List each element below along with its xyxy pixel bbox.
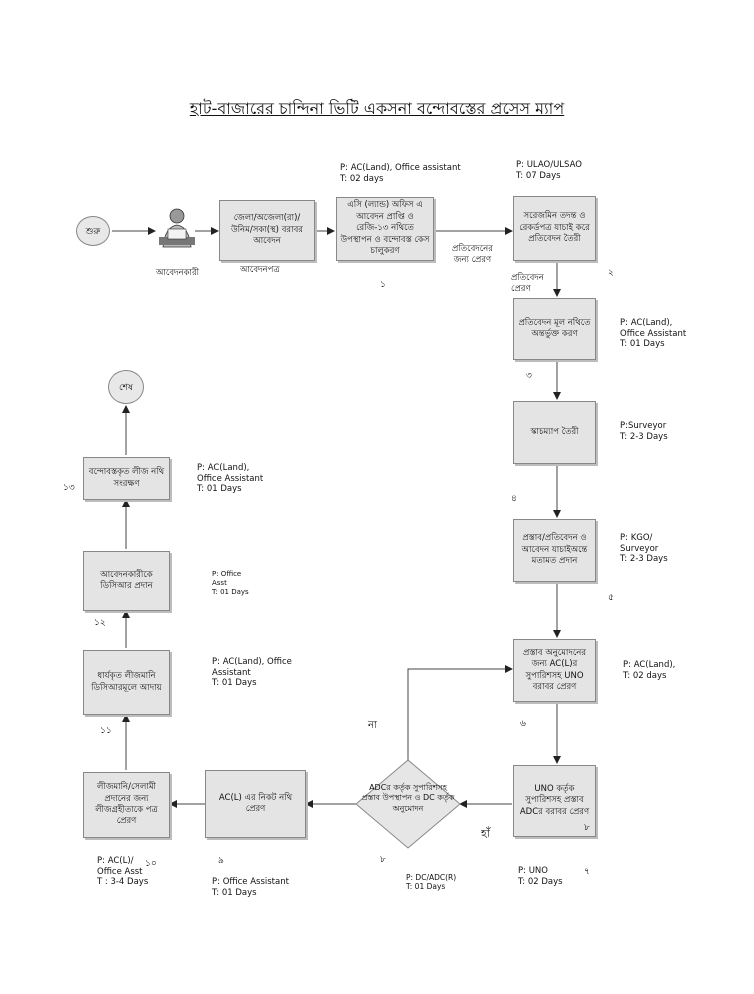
start-node: শুরু (76, 216, 110, 246)
step-13-number: ১৩ (63, 483, 75, 493)
step-5-box: প্রস্তাব/প্রতিবেদন ও আবেদন যাচাইঅন্তে মত… (513, 519, 596, 582)
step-10-number: ১০ (145, 859, 157, 869)
step-7-inner-number: ৮ (584, 823, 590, 833)
step-4-box: স্কাচম্যাপ তৈরী (513, 401, 596, 464)
step-7-box: UNO কর্তৃক সুপারিশসহ প্রস্তাব ADCর বরাবর… (513, 765, 596, 837)
step-12-number: ১২ (94, 618, 106, 628)
step-6-number: ৬ (520, 719, 526, 729)
annotation-10: P: AC(L)/ Office Asst T : 3-4 Days (97, 856, 149, 888)
annotation-2: P: ULAO/ULSAO T: 07 Days (516, 160, 582, 181)
step-4-text: স্কাচম্যাপ তৈরী (530, 426, 579, 437)
step-13-box: বন্দোবস্তকৃত লীজ নথি সংরক্ষণ (83, 457, 170, 500)
annotation-4: P:Surveyor T: 2-3 Days (620, 421, 668, 442)
annotation-3: P: AC(Land), Office Assistant T: 01 Days (620, 318, 687, 350)
step-7-number: ৭ (584, 867, 590, 877)
annotation-8: P: DC/ADC(R) T: 01 Days (406, 873, 457, 892)
annotation-6: P: AC(Land), T: 02 days (623, 660, 676, 681)
annotation-7: P: UNO T: 02 Days (518, 866, 563, 887)
step-8-number: ৮ (380, 855, 386, 865)
step-8-text: ADCর কর্তৃক সুপারিশসহ প্রস্তাব উপস্থাপন … (361, 783, 455, 813)
annotation-11: P: AC(Land), Office Assistant T: 01 Days (212, 657, 292, 689)
step-9-box: AC(L) এর নিকট নথি প্রেরণ (205, 770, 306, 838)
step-3-text: প্রতিবেদন মূল নথিতে অন্তর্ভুক্ত করণ (518, 317, 591, 339)
step-2-number: ২ (608, 268, 614, 278)
edge-label-no: না (368, 720, 377, 731)
step-12-text: আবেদনকারীকে ডিসিআর প্রদান (100, 569, 153, 591)
step-6-box: প্রস্তাব অনুমোদনের জন্য AC(L)র সুপারিশসহ… (513, 639, 596, 702)
step-10-box: লীজমানি/সেলামী প্রদানের জন্য লীজগ্রহীতাক… (83, 772, 170, 838)
step-2-box: সরেজমিন তদন্ত ও রেকর্ডপত্র যাচাই করে প্র… (513, 196, 596, 261)
decision-diamond (355, 759, 461, 849)
edge-label-send-for-report: প্রতিবেদনের জন্য প্রেরণ (452, 244, 493, 265)
step-0-text: জেলা/অজেলা(রা)/উনিম/সকা(স্থ) বরাবর আবেদন (231, 213, 303, 247)
arrow-s8-no-to-s6 (407, 665, 513, 760)
edge-label-report-sent: প্রতিবেদন প্রেরণ (511, 273, 544, 294)
step-2-text: সরেজমিন তদন্ত ও রেকর্ডপত্র যাচাই করে প্র… (519, 211, 590, 245)
annotation-9: P: Office Assistant T: 01 Days (212, 877, 289, 898)
annotation-12: P: Office Asst T: 01 Days (212, 570, 249, 596)
step-10-text: লীজমানি/সেলামী প্রদানের জন্য লীজগ্রহীতাক… (95, 782, 158, 827)
step-11-number: ১১ (100, 726, 112, 736)
applicant-person-icon (159, 208, 195, 248)
step-9-number: ৯ (218, 856, 224, 866)
page-title: হাট-বাজারের চান্দিনা ভিটি একসনা বন্দোবস্… (189, 99, 565, 118)
end-node: শেষ (108, 370, 144, 404)
step-11-text: ধার্যকৃত লীজমানি ডিসিআরমূলে আদায় (91, 671, 162, 693)
annotation-13: P: AC(Land), Office Assistant T: 01 Days (197, 463, 264, 495)
step-0-box: জেলা/অজেলা(রা)/উনিম/সকা(স্থ) বরাবর আবেদন (219, 200, 315, 261)
step-9-text: AC(L) এর নিকট নথি প্রেরণ (218, 792, 293, 814)
step-1-box: এসি (ল্যান্ড) অফিস এ আবেদন প্রাপ্তি ও রে… (336, 197, 434, 261)
step-5-number: ৫ (608, 593, 614, 603)
edge-label-yes: হাঁ (481, 827, 490, 840)
step-1-number: ১ (380, 280, 386, 290)
annotation-1: P: AC(Land), Office assistant T: 02 days (340, 163, 461, 184)
application-form-label: আবেদনপত্র (240, 265, 280, 275)
step-4-number: ৪ (511, 494, 517, 504)
step-1-text: এসি (ল্যান্ড) অফিস এ আবেদন প্রাপ্তি ও রে… (340, 200, 430, 257)
step-11-box: ধার্যকৃত লীজমানি ডিসিআরমূলে আদায় (83, 650, 170, 715)
annotation-5: P: KGO/ Surveyor T: 2-3 Days (620, 533, 668, 565)
step-3-box: প্রতিবেদন মূল নথিতে অন্তর্ভুক্ত করণ (513, 298, 596, 360)
step-7-text: UNO কর্তৃক সুপারিশসহ প্রস্তাব ADCর বরাবর… (519, 783, 590, 817)
step-12-box: আবেদনকারীকে ডিসিআর প্রদান (83, 551, 170, 611)
applicant-label: আবেদনকারী (156, 268, 200, 278)
step-13-text: বন্দোবস্তকৃত লীজ নথি সংরক্ষণ (88, 467, 165, 489)
step-3-number: ৩ (526, 371, 532, 381)
step-5-text: প্রস্তাব/প্রতিবেদন ও আবেদন যাচাইঅন্তে মত… (521, 533, 588, 567)
step-6-text: প্রস্তাব অনুমোদনের জন্য AC(L)র সুপারিশসহ… (522, 647, 587, 692)
